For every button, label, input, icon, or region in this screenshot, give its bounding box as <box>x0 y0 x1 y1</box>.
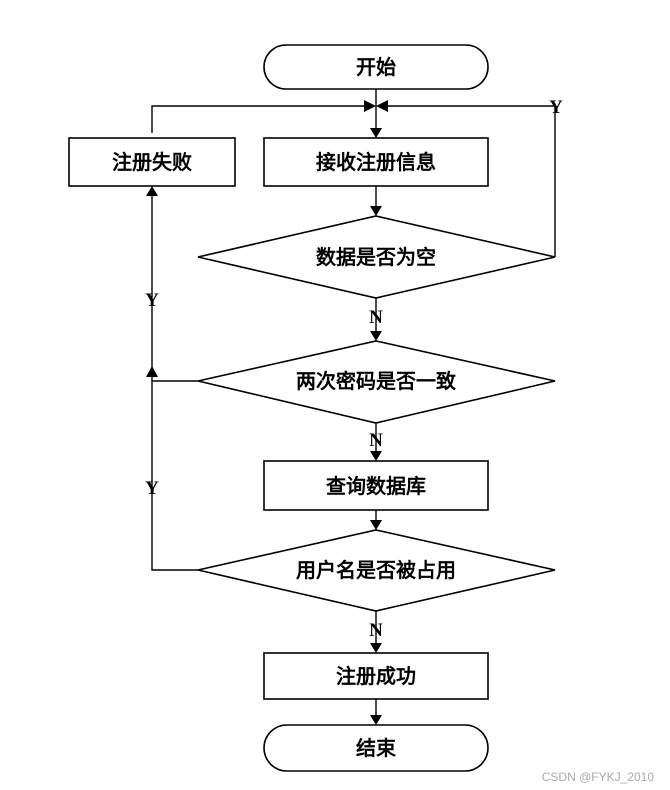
start-terminal-shape <box>263 44 489 90</box>
label-password-ok: N <box>369 430 383 451</box>
query-db-label: 查询数据库 <box>326 474 426 498</box>
connectors <box>146 89 556 725</box>
label-password-mismatch: Y <box>145 290 159 311</box>
node-check-empty: 数据是否为空 <box>197 215 556 299</box>
edge-password-yes-left <box>151 196 198 382</box>
check-empty-decision-shape <box>197 215 556 299</box>
start-label: 开始 <box>356 55 396 79</box>
label-empty-yes: Y <box>549 97 563 118</box>
arrowhead-into-check-username <box>370 520 382 530</box>
arrowhead-empty-yes-loop <box>376 100 388 112</box>
success-label: 注册成功 <box>336 664 416 688</box>
arrowhead-into-receive <box>370 128 382 138</box>
query-db-process-shape <box>263 460 489 511</box>
check-empty-label: 数据是否为空 <box>316 245 436 269</box>
node-end: 结束 <box>263 724 489 772</box>
edge-username-yes-left <box>151 381 198 571</box>
node-start: 开始 <box>263 44 489 90</box>
node-fail: 注册失败 <box>68 137 236 187</box>
node-success: 注册成功 <box>263 652 489 700</box>
success-process-shape <box>263 652 489 700</box>
edge-empty-yes-loop <box>386 105 556 257</box>
label-empty-no: N <box>369 307 383 328</box>
edge-fail-to-merge <box>151 105 366 133</box>
node-check-password: 两次密码是否一致 <box>197 340 556 424</box>
check-username-decision-shape <box>197 529 556 612</box>
receive-process-shape <box>263 137 489 187</box>
check-password-label: 两次密码是否一致 <box>296 369 457 393</box>
fail-label: 注册失败 <box>112 150 192 174</box>
edge-labels: Y N Y N Y N <box>145 97 563 641</box>
check-password-decision-shape <box>197 340 556 424</box>
arrowhead-into-success <box>370 643 382 653</box>
arrowhead-fail-to-merge <box>364 100 376 112</box>
arrowhead-into-query-db <box>370 451 382 461</box>
node-check-username: 用户名是否被占用 <box>197 529 556 612</box>
arrowhead-password-yes-mid <box>146 366 158 377</box>
end-terminal-shape <box>263 724 489 772</box>
arrowhead-into-check-password <box>370 331 382 341</box>
arrowhead-into-fail <box>146 186 158 196</box>
arrowhead-into-end <box>370 715 382 725</box>
arrowhead-into-check-empty <box>370 206 382 216</box>
node-query-db: 查询数据库 <box>263 460 489 511</box>
end-label: 结束 <box>356 736 397 760</box>
check-username-label: 用户名是否被占用 <box>296 558 456 582</box>
fail-process-shape <box>68 137 236 187</box>
label-username-free: N <box>369 620 383 641</box>
node-receive: 接收注册信息 <box>263 137 489 187</box>
watermark-text: CSDN @FYKJ_2010 <box>542 770 655 784</box>
receive-label: 接收注册信息 <box>316 150 436 174</box>
label-username-taken: Y <box>145 478 159 499</box>
